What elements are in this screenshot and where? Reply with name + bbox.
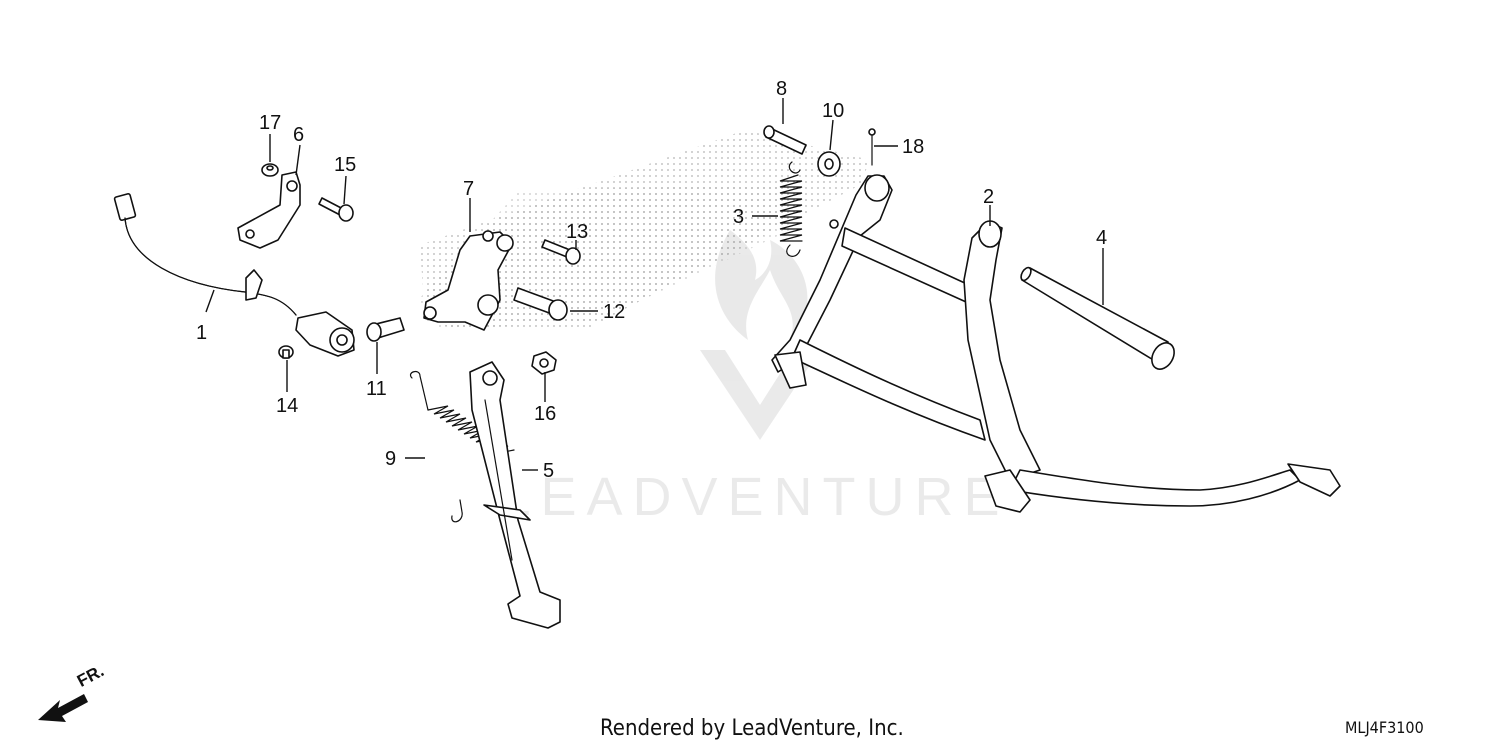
leader-lines — [205, 98, 1104, 471]
callout-9: 9 — [385, 448, 396, 470]
callout-17: 17 — [259, 112, 281, 134]
callout-1: 1 — [196, 322, 207, 344]
callout-labels: 1 2 3 4 5 6 7 8 9 10 11 12 13 14 15 16 1… — [196, 78, 1107, 482]
part-main-stand — [771, 174, 1341, 513]
part-cotter-pin-18 — [868, 128, 876, 166]
part-bolt-12 — [513, 287, 568, 321]
part-pin-8 — [763, 125, 807, 155]
callout-8: 8 — [776, 78, 787, 100]
callout-5: 5 — [543, 460, 554, 482]
callout-16: 16 — [534, 403, 556, 425]
part-side-stand — [469, 361, 561, 629]
callout-4: 4 — [1096, 227, 1107, 249]
part-spring-3 — [779, 161, 803, 257]
part-nut-17 — [261, 163, 279, 177]
part-pipe-4 — [1020, 266, 1175, 370]
callout-7: 7 — [463, 178, 474, 200]
callout-3: 3 — [733, 206, 744, 228]
callout-18: 18 — [902, 136, 924, 158]
part-bolt-13 — [541, 239, 581, 265]
part-pivot-bolt-11 — [366, 317, 405, 342]
callout-13: 13 — [566, 221, 588, 243]
callout-11: 11 — [366, 378, 387, 400]
diagram-code: MLJ4F3100 — [1345, 718, 1424, 737]
part-side-stand-switch — [113, 192, 355, 357]
callout-10: 10 — [822, 100, 844, 122]
callout-2: 2 — [983, 186, 994, 208]
callout-6: 6 — [293, 124, 304, 146]
part-nut-16 — [531, 351, 557, 375]
part-side-stand-bracket — [423, 230, 514, 331]
part-bracket — [237, 171, 301, 249]
part-washer-10 — [817, 151, 841, 177]
assembly-shading — [418, 130, 870, 330]
callout-14: 14 — [276, 395, 298, 417]
part-bolt-14 — [278, 345, 294, 359]
callout-12: 12 — [603, 301, 625, 323]
callout-15: 15 — [334, 154, 356, 176]
watermark-text: LEADVENTURE — [500, 467, 1009, 527]
front-arrow-icon — [38, 694, 88, 722]
part-bolt-15 — [318, 197, 354, 222]
rendered-by-text: Rendered by LeadVenture, Inc. — [600, 716, 904, 741]
